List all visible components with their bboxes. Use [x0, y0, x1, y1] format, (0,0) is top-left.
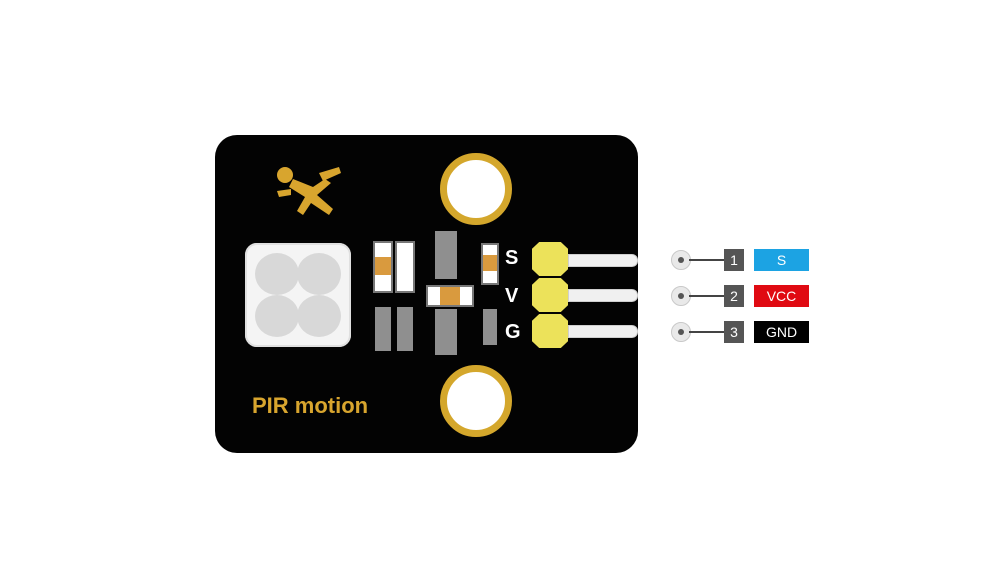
pin-number-1: 1: [724, 249, 744, 271]
header-pin-g: [532, 314, 568, 348]
smd-resistor: [373, 241, 393, 293]
pin-dot-1: [671, 250, 691, 270]
pin-label-gnd: GND: [754, 321, 809, 343]
pin-number-2: 2: [724, 285, 744, 307]
pin-dot-3: [671, 322, 691, 342]
falling-person-icon: [277, 167, 341, 215]
pin-letter-g: G: [505, 321, 521, 343]
smd-component-left: [375, 307, 391, 351]
board-label: PIR motion: [252, 393, 369, 418]
smd-component-right: [397, 307, 413, 351]
pin-letter-s: S: [505, 247, 519, 269]
smd-resistor-horizontal: [426, 285, 474, 307]
smd-component-small: [483, 309, 497, 345]
smd-capacitor: [395, 241, 415, 293]
pin-leg-v: [568, 289, 638, 302]
mounting-hole-bottom: [440, 365, 512, 437]
pin-letter-v: V: [505, 285, 519, 307]
pin-label-s: S: [754, 249, 809, 271]
pin-line-1: [689, 259, 724, 261]
header-pin-v: [532, 278, 568, 312]
mounting-hole-top: [440, 153, 512, 225]
smd-resistor-small: [481, 243, 499, 285]
pir-sensor-lens: [245, 243, 351, 347]
transistor-top: [435, 231, 457, 279]
pin-line-3: [689, 331, 724, 333]
header-pin-s: [532, 242, 568, 276]
transistor-bottom: [435, 309, 457, 355]
pin-label-vcc: VCC: [754, 285, 809, 307]
pin-dot-2: [671, 286, 691, 306]
pin-leg-g: [568, 325, 638, 338]
pin-leg-s: [568, 254, 638, 267]
pin-line-2: [689, 295, 724, 297]
pin-number-3: 3: [724, 321, 744, 343]
